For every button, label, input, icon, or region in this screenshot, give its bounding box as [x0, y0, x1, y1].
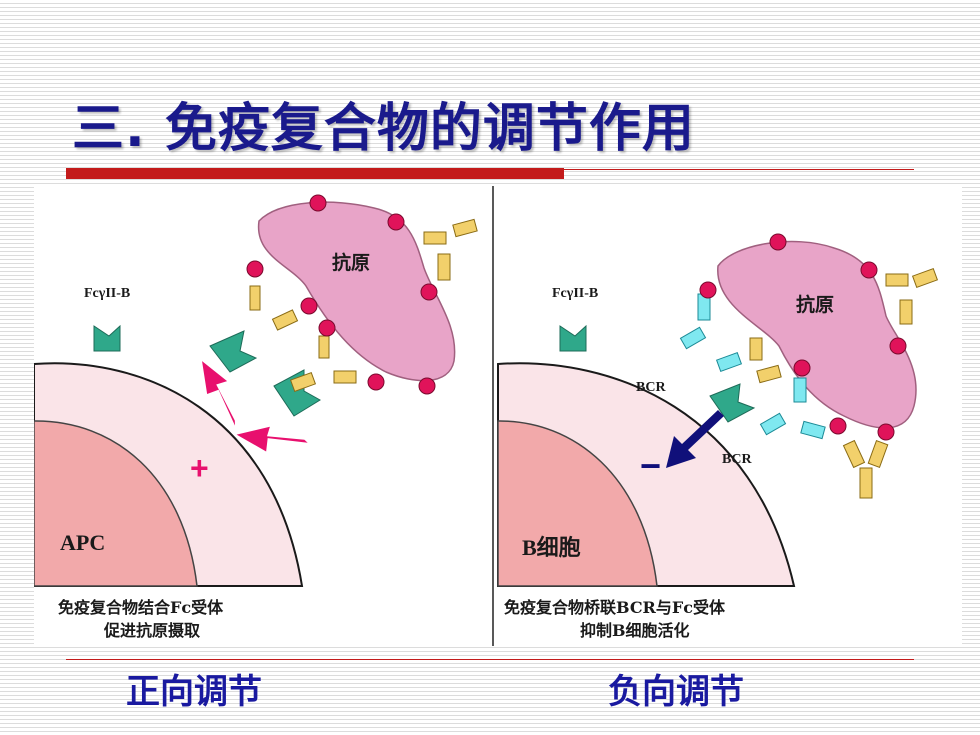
epitope-r7 — [877, 423, 895, 441]
epitope-l6 — [318, 319, 336, 337]
bcr-right-5 — [759, 412, 787, 436]
epitope-r5 — [793, 359, 811, 377]
antibody-fab-left-1 — [423, 231, 447, 245]
slide-title: 三. 免疫复合物的调节作用 — [72, 99, 695, 159]
title-underline-bar — [66, 168, 564, 179]
antigen-left — [257, 201, 456, 382]
title-underline-line — [564, 169, 914, 170]
antibody-right-8 — [859, 467, 873, 499]
antibody-right-4 — [749, 337, 763, 361]
left-caption-line1: 免疫复合物结合Fc受体 — [58, 598, 224, 617]
epitope-l4 — [420, 283, 438, 301]
left-caption-line2: 促进抗原摄取 — [104, 621, 201, 640]
antibody-fab-left-3 — [271, 309, 299, 331]
antibody-right-1 — [885, 273, 909, 287]
inhibition-arrow — [666, 410, 724, 468]
bcr-right-6 — [800, 420, 826, 440]
antibody-fab-left-2 — [452, 218, 478, 238]
fc-receptor-free-left — [93, 324, 121, 352]
left-antigen-label: 抗原 — [332, 253, 371, 274]
right-caption-line2: 抑制B细胞活化 — [580, 621, 690, 640]
fc-receptor-bound-right — [709, 383, 756, 423]
right-cell-label: B细胞 — [522, 535, 581, 560]
bcr-right-4 — [793, 377, 807, 403]
right-caption-line1: 免疫复合物桥联BCR与Fc受体 — [504, 598, 725, 617]
fc-receptor-bound-1 — [209, 330, 258, 373]
epitope-l8 — [418, 377, 436, 395]
antigen-right — [717, 240, 917, 429]
immune-complex-diagram — [34, 186, 939, 646]
epitope-r3 — [699, 281, 717, 299]
uptake-arrow-2 — [236, 426, 308, 452]
right-receptor-label: FcγII-B — [552, 286, 599, 301]
right-negative-sign: − — [640, 445, 662, 486]
right-antigen-label: 抗原 — [796, 295, 835, 316]
bcr-right-2 — [679, 326, 707, 350]
antibody-fc-left-3 — [318, 335, 330, 359]
fc-receptor-free-right — [559, 324, 587, 352]
left-receptor-label: FcγII-B — [84, 286, 131, 301]
fc-receptor-bound-2 — [273, 369, 321, 417]
epitope-l1 — [309, 194, 327, 212]
left-positive-sign: + — [190, 450, 209, 486]
antibody-fab-left-5 — [289, 371, 317, 393]
antibody-right-5 — [756, 364, 782, 384]
antibody-right-2 — [911, 267, 939, 289]
antibody-fc-left-1 — [437, 253, 451, 281]
epitope-l7 — [367, 373, 385, 391]
antibody-fc-left-2 — [249, 285, 261, 311]
antibody-fab-left-4 — [333, 370, 357, 384]
epitope-r4 — [889, 337, 907, 355]
negative-regulation-label: 负向调节 — [608, 672, 744, 712]
bcr-right-3 — [715, 351, 743, 373]
bcr-label-2: BCR — [722, 452, 752, 467]
antibody-right-3 — [899, 299, 913, 325]
left-cell-label: APC — [60, 530, 106, 555]
bcr-label-1: BCR — [636, 380, 666, 395]
figure-panel: FcγII-B 抗原 APC + 免疫复合物结合Fc受体 促进抗原摄取 FcγI… — [34, 186, 962, 646]
epitope-r2 — [860, 261, 878, 279]
bottom-divider-line — [66, 659, 914, 660]
b-cell-nucleus — [497, 420, 658, 587]
epitope-r6 — [829, 417, 847, 435]
epitope-l5 — [300, 297, 318, 315]
epitope-r1 — [769, 233, 787, 251]
uptake-arrow-1 — [202, 361, 235, 426]
positive-regulation-label: 正向调节 — [126, 672, 262, 712]
antibody-right-7 — [867, 440, 889, 468]
antibody-right-6 — [842, 439, 866, 469]
epitope-l3 — [246, 260, 264, 278]
epitope-l2 — [387, 213, 405, 231]
apc-nucleus — [34, 420, 198, 587]
